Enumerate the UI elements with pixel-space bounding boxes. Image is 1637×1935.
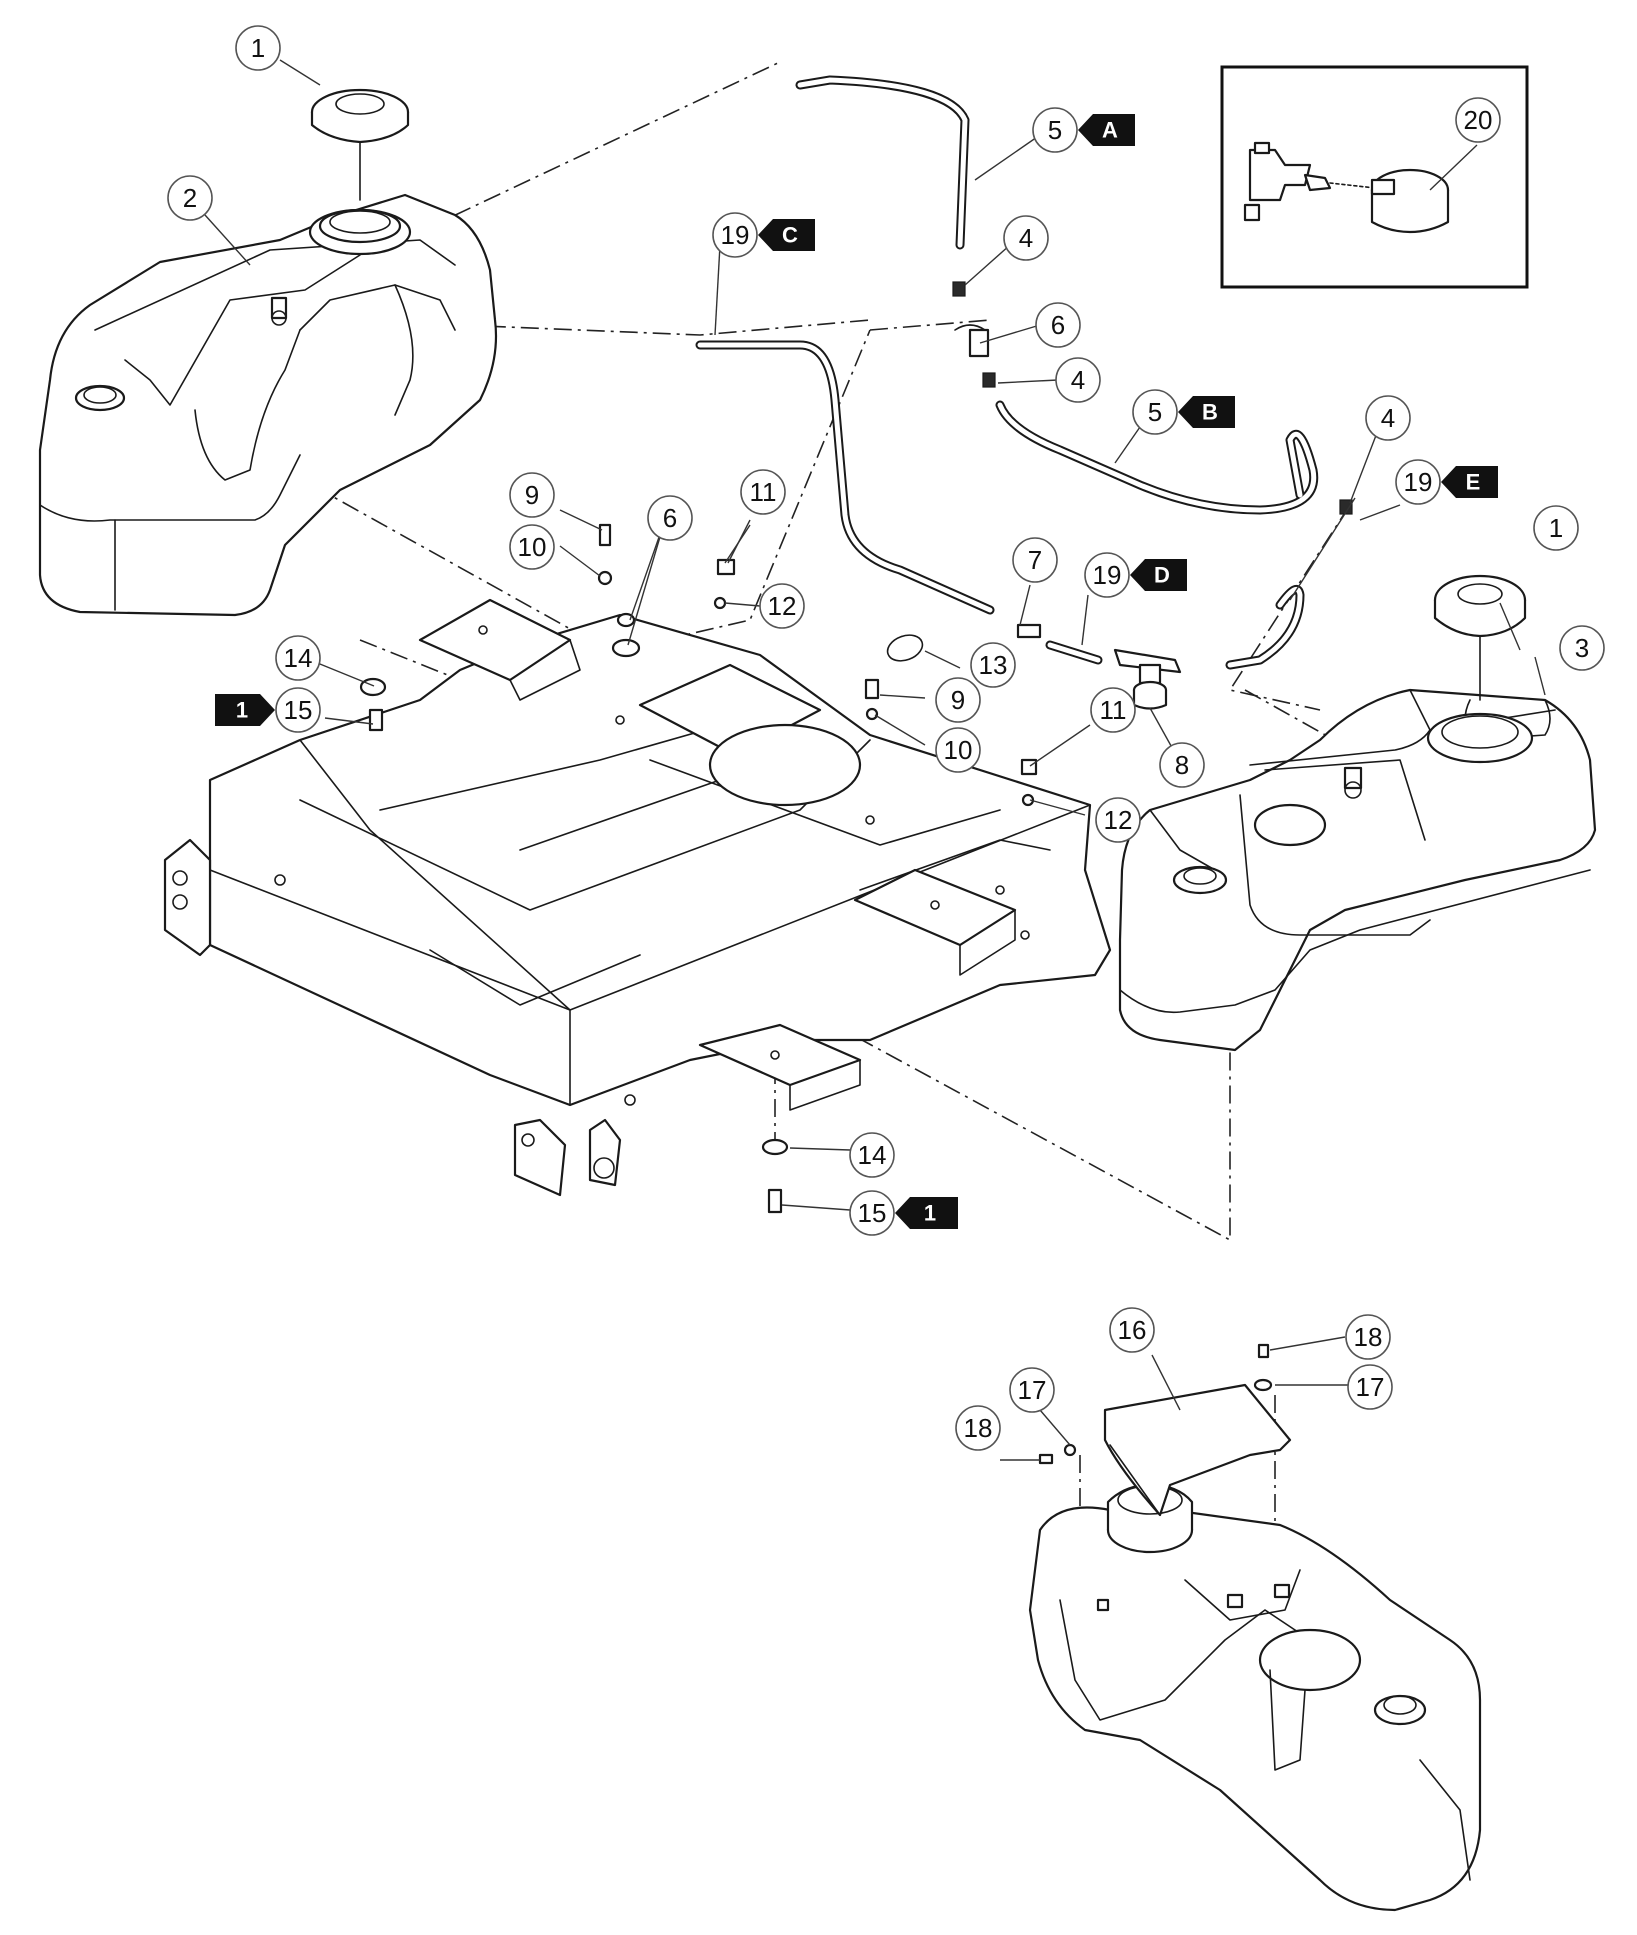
detail-tank-view: [1028, 1343, 1482, 1912]
svg-text:1: 1: [236, 698, 248, 723]
chassis-frame: [163, 598, 1112, 1197]
svg-text:9: 9: [951, 685, 965, 715]
callout-5-b: 5: [1132, 389, 1178, 435]
tag-e: E: [1441, 466, 1498, 498]
callout-19-d: 19: [1084, 552, 1130, 598]
svg-text:19: 19: [721, 220, 750, 250]
callout-6-top: 6: [1035, 302, 1081, 348]
svg-text:4: 4: [1019, 223, 1033, 253]
svg-text:7: 7: [1028, 545, 1042, 575]
svg-text:18: 18: [1354, 1322, 1383, 1352]
svg-text:5: 5: [1048, 115, 1062, 145]
svg-text:2: 2: [183, 183, 197, 213]
callout-20: 20: [1455, 97, 1501, 143]
svg-text:13: 13: [979, 650, 1008, 680]
svg-text:19: 19: [1093, 560, 1122, 590]
callout-13: 13: [970, 642, 1016, 688]
svg-text:19: 19: [1404, 467, 1433, 497]
svg-text:D: D: [1154, 563, 1170, 588]
svg-text:6: 6: [663, 503, 677, 533]
svg-text:4: 4: [1071, 365, 1085, 395]
callout-11-mid: 11: [1090, 687, 1136, 733]
callout-19-e: 19: [1395, 459, 1441, 505]
fuel-cap-right: [1433, 574, 1527, 701]
svg-text:E: E: [1466, 470, 1481, 495]
callout-9-left: 9: [509, 472, 555, 518]
svg-text:4: 4: [1381, 403, 1395, 433]
svg-text:9: 9: [525, 480, 539, 510]
callout-14-left: 14: [275, 635, 321, 681]
svg-text:B: B: [1202, 400, 1218, 425]
svg-text:15: 15: [858, 1198, 887, 1228]
callout-1-left: 1: [235, 25, 281, 71]
callout-10-left: 10: [509, 524, 555, 570]
callout-8: 8: [1159, 742, 1205, 788]
svg-text:20: 20: [1464, 105, 1493, 135]
svg-text:12: 12: [768, 591, 797, 621]
fuel-hoses: [695, 75, 1319, 670]
callout-12-left: 12: [759, 583, 805, 629]
svg-text:17: 17: [1018, 1375, 1047, 1405]
callout-4-top: 4: [1003, 215, 1049, 261]
svg-text:11: 11: [1100, 695, 1127, 725]
callout-19-c: 19: [712, 212, 758, 258]
right-fuel-tank: [1118, 688, 1597, 1052]
tag-d: D: [1130, 559, 1187, 591]
callout-17-left: 17: [1009, 1367, 1055, 1413]
svg-text:15: 15: [284, 695, 313, 725]
svg-text:5: 5: [1148, 397, 1162, 427]
tag-1-left: 1: [215, 694, 275, 726]
callout-4-mid: 4: [1055, 357, 1101, 403]
svg-text:1: 1: [1549, 513, 1563, 543]
svg-text:C: C: [782, 223, 798, 248]
svg-text:14: 14: [284, 643, 313, 673]
callout-3: 3: [1559, 625, 1605, 671]
callout-15-bottom: 15: [849, 1190, 895, 1236]
callout-4-right: 4: [1365, 395, 1411, 441]
leader-lines: [204, 59, 1546, 1461]
callout-1-right: 1: [1533, 505, 1579, 551]
callout-15-left: 15: [275, 687, 321, 733]
svg-text:10: 10: [944, 735, 973, 765]
tag-c: C: [758, 219, 815, 251]
svg-text:16: 16: [1118, 1315, 1147, 1345]
callout-18-right: 18: [1345, 1314, 1391, 1360]
callout-5-a: 5: [1032, 107, 1078, 153]
callout-11-left: 11: [740, 469, 786, 515]
svg-text:3: 3: [1575, 633, 1589, 663]
callout-12-mid: 12: [1095, 797, 1141, 843]
inset-detail: [1220, 65, 1529, 289]
svg-text:18: 18: [964, 1413, 993, 1443]
svg-text:A: A: [1102, 118, 1118, 143]
callout-2: 2: [167, 175, 213, 221]
svg-text:12: 12: [1104, 805, 1133, 835]
callout-7: 7: [1012, 537, 1058, 583]
svg-text:11: 11: [750, 477, 777, 507]
svg-text:17: 17: [1356, 1372, 1385, 1402]
svg-text:10: 10: [518, 532, 547, 562]
small-hardware: [359, 523, 1038, 1214]
callout-18-left: 18: [955, 1405, 1001, 1451]
svg-text:6: 6: [1051, 310, 1065, 340]
fuel-cap-left: [310, 88, 410, 201]
tag-1-bottom: 1: [895, 1197, 958, 1229]
callout-14-bottom: 14: [849, 1132, 895, 1178]
tag-b: B: [1178, 396, 1235, 428]
left-fuel-tank: [38, 193, 498, 617]
callout-16: 16: [1109, 1307, 1155, 1353]
callout-9-mid: 9: [935, 677, 981, 723]
callout-10-mid: 10: [935, 727, 981, 773]
tag-a: A: [1078, 114, 1135, 146]
callout-6-mid: 6: [647, 495, 693, 541]
svg-text:1: 1: [924, 1201, 936, 1226]
callout-17-right: 17: [1347, 1364, 1393, 1410]
svg-text:8: 8: [1175, 750, 1189, 780]
svg-text:1: 1: [251, 33, 265, 63]
svg-text:14: 14: [858, 1140, 887, 1170]
